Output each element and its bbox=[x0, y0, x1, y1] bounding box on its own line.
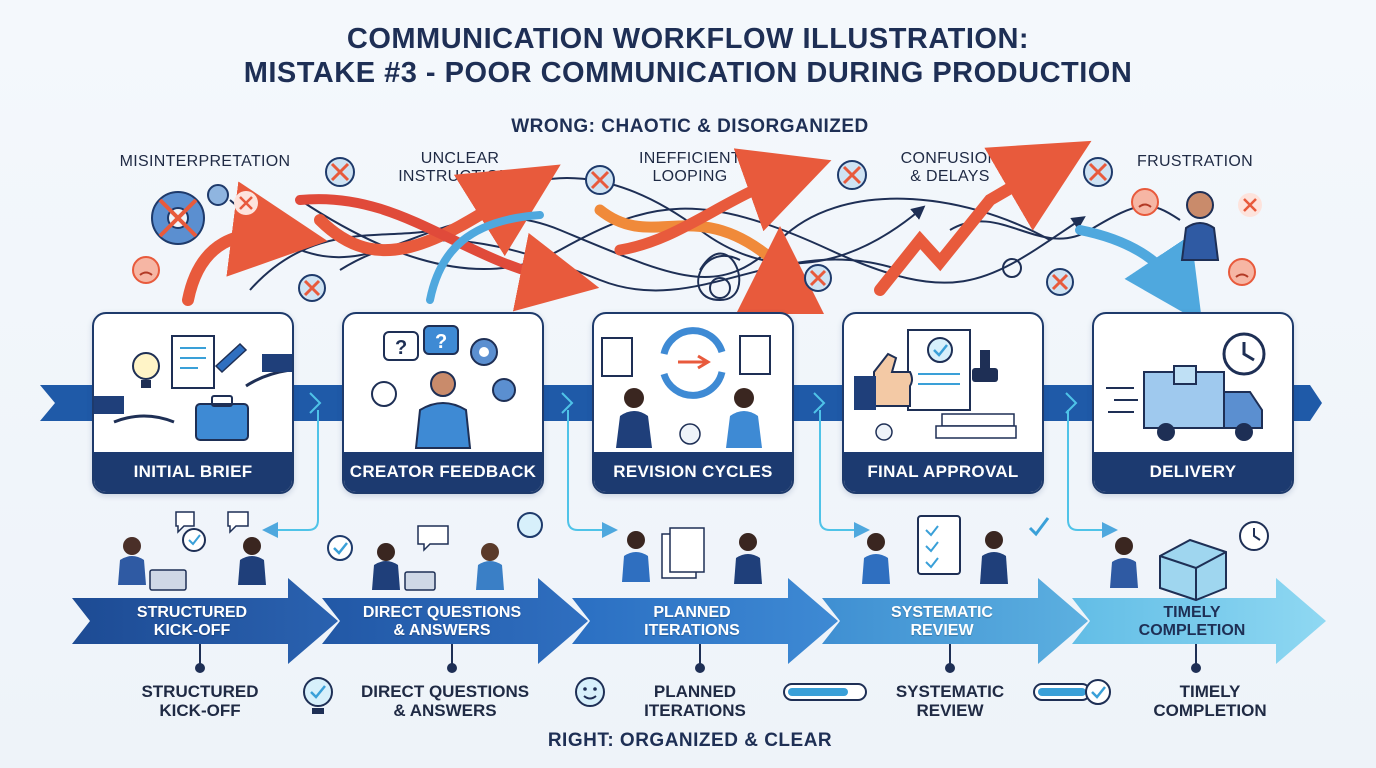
flow-step-structured-kickoff: StructuredKick-off bbox=[136, 604, 248, 639]
question-bubbles-gears-icon: ? ? bbox=[371, 325, 516, 449]
small-loop-circles bbox=[709, 258, 1022, 299]
right-heading: Right: Organized & Clear bbox=[547, 730, 833, 751]
chaos-label-frustration: Frustration bbox=[1137, 153, 1253, 170]
flow-step-systematic-review: SystematicReview bbox=[891, 604, 993, 639]
angry-face-icon bbox=[132, 188, 1256, 286]
x-mark-circle-icon bbox=[298, 157, 1113, 302]
chaos-label-inefficient-looping: InefficientLooping bbox=[639, 150, 741, 185]
bottom-label-structured-kickoff: StructuredKick-off bbox=[141, 682, 259, 720]
bottom-label-direct-questions: Direct Questions& Answers bbox=[360, 682, 530, 720]
stage-card-revision-cycles: Revision Cycles bbox=[592, 312, 794, 494]
stage-label: Final Approval bbox=[844, 452, 1042, 492]
smiley-face-icon bbox=[575, 677, 605, 707]
error-x-icon bbox=[234, 191, 1262, 217]
progress-bar-icon bbox=[783, 683, 867, 701]
stage-label: Creator Feedback bbox=[344, 452, 542, 492]
organized-flow-arrows bbox=[72, 578, 1326, 664]
tangled-lines bbox=[229, 177, 1181, 302]
kickoff-meeting-scene bbox=[118, 511, 266, 591]
systematic-review-scene bbox=[862, 515, 1050, 584]
timely-completion-scene bbox=[1110, 521, 1269, 602]
planned-iterations-scene bbox=[622, 527, 762, 584]
bottom-label-timely-completion: TimelyCompletion bbox=[1153, 682, 1267, 720]
connector-lines bbox=[262, 410, 1118, 538]
bottom-label-planned-iterations: PlannedIterations bbox=[644, 682, 746, 720]
flow-step-timely-completion: TimelyCompletion bbox=[1138, 604, 1246, 639]
stage-label: Delivery bbox=[1094, 452, 1292, 492]
timeline-pins bbox=[195, 644, 1201, 673]
bottom-label-systematic-review: SystematicReview bbox=[895, 682, 1005, 720]
frustrated-person-icon bbox=[1180, 191, 1220, 261]
direct-questions-scene bbox=[327, 512, 543, 591]
title-line-2: Mistake #3 - Poor Communication During P… bbox=[243, 57, 1133, 89]
lightbulb-check-icon bbox=[303, 677, 333, 714]
stage-label: Revision Cycles bbox=[594, 452, 792, 492]
stage-card-final-approval: Final Approval bbox=[842, 312, 1044, 494]
title-line-1: Communication Workflow Illustration: bbox=[346, 23, 1030, 55]
stage-label: Initial Brief bbox=[94, 452, 292, 492]
broken-gear-icon bbox=[151, 184, 229, 245]
delivery-truck-clock-icon bbox=[1106, 332, 1266, 441]
progress-check-icon bbox=[1033, 679, 1111, 705]
stage-card-delivery: Delivery bbox=[1092, 312, 1294, 494]
revision-cycle-arrows-icon bbox=[601, 327, 771, 448]
chaos-label-misinterpretation: Misinterpretation bbox=[119, 153, 291, 170]
wrong-heading: Wrong: Chaotic & Disorganized bbox=[511, 116, 869, 137]
chaos-label-confusion-delays: Confusion& Delays bbox=[900, 150, 1000, 185]
lightbulb-document-briefcase-icon bbox=[94, 335, 292, 441]
flow-step-direct-questions: Direct Questions& Answers bbox=[362, 604, 522, 639]
thumbs-up-stamp-icon bbox=[854, 329, 1017, 441]
svg-text:?: ? bbox=[435, 331, 447, 353]
flow-step-planned-iterations: PlannedIterations bbox=[644, 604, 740, 639]
svg-text:?: ? bbox=[395, 337, 407, 359]
stage-card-initial-brief: Initial Brief bbox=[92, 312, 294, 494]
stage-card-creator-feedback: ? ? Creator Feedback bbox=[342, 312, 544, 494]
band-chevrons bbox=[309, 392, 1078, 414]
chaotic-arrows bbox=[182, 140, 1203, 324]
